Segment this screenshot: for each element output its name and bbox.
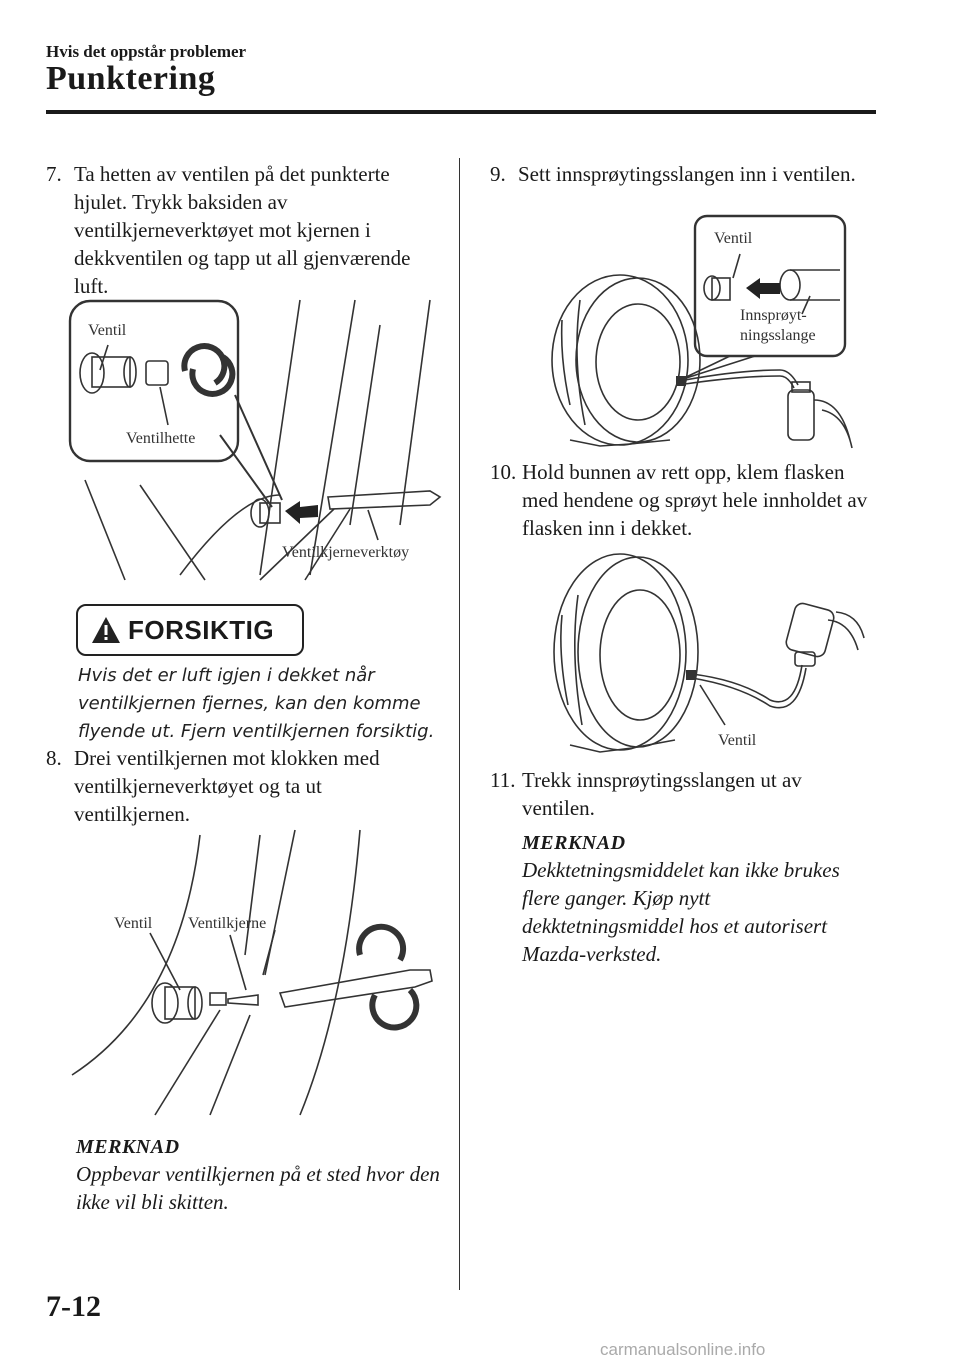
step-10: 10. Hold bunnen av rett opp, klem flaske…	[490, 458, 870, 542]
step-number: 7.	[46, 162, 62, 186]
note-heading: MERKNAD	[522, 832, 626, 854]
step-number: 11.	[490, 768, 516, 792]
step-8: 8. Drei ventilkjernen mot klokken med ve…	[46, 744, 436, 828]
label-ventilhette: Ventilhette	[126, 430, 195, 447]
caution-label: FORSIKTIG	[128, 614, 275, 645]
caution-box: FORSIKTIG	[76, 604, 304, 656]
label-ventil: Ventil	[88, 322, 127, 339]
figure-valve-core-removal: Ventil Ventilkjerne	[71, 829, 433, 1116]
section-title: Hvis det oppstår problemer	[46, 42, 247, 61]
column-divider	[459, 158, 460, 1290]
label-ventil: Ventil	[714, 230, 753, 247]
figure-valve-cap-removal: Ventil Ventilhette Ventilkjerneverktøy	[68, 299, 442, 581]
note-heading: MERKNAD	[76, 1136, 180, 1158]
label-ventilkjerne: Ventilkjerne	[188, 915, 266, 932]
page-title: Punktering	[46, 60, 216, 97]
note-text: Oppbevar ventilkjernen på et sted hvor d…	[76, 1162, 440, 1214]
watermark: carmanualsonline.info	[600, 1340, 766, 1359]
note-text: Dekktetningsmiddelet kan ikke brukes fle…	[522, 858, 840, 966]
label-tool: Ventilkjerneverktøy	[282, 544, 409, 561]
label-hose-line2: ningsslange	[740, 327, 816, 344]
figure-inject-sealant: Ventil	[553, 553, 865, 753]
step-number: 9.	[490, 162, 506, 186]
step-9: 9. Sett innsprøytingsslangen inn i venti…	[490, 160, 870, 188]
label-ventil: Ventil	[718, 732, 757, 749]
step-7: 7. Ta hetten av ventilen på det punktert…	[46, 160, 436, 300]
step-text: Drei ventilkjernen mot klokken med venti…	[74, 746, 380, 826]
step-number: 8.	[46, 746, 62, 770]
step-text: Ta hetten av ventilen på det punkterte h…	[74, 162, 411, 298]
caution-text: Hvis det er luft igjen i dekket når vent…	[78, 665, 435, 742]
step-text: Trekk innsprøytingsslangen ut av ventile…	[522, 768, 802, 820]
step-text: Hold bunnen av rett opp, klem flasken me…	[522, 460, 868, 540]
label-ventil: Ventil	[114, 915, 153, 932]
step-text: Sett innsprøytingsslangen inn i ventilen…	[518, 162, 856, 186]
figure-insert-hose: Ventil Innsprøyt- ningsslange	[551, 214, 853, 449]
step-11: 11. Trekk innsprøytingsslangen ut av ven…	[490, 766, 870, 822]
label-hose-line1: Innsprøyt-	[740, 307, 807, 324]
warning-icon	[92, 617, 120, 643]
header-divider	[46, 110, 876, 114]
step-number: 10.	[490, 460, 517, 484]
page-number: 7-12	[46, 1290, 101, 1323]
